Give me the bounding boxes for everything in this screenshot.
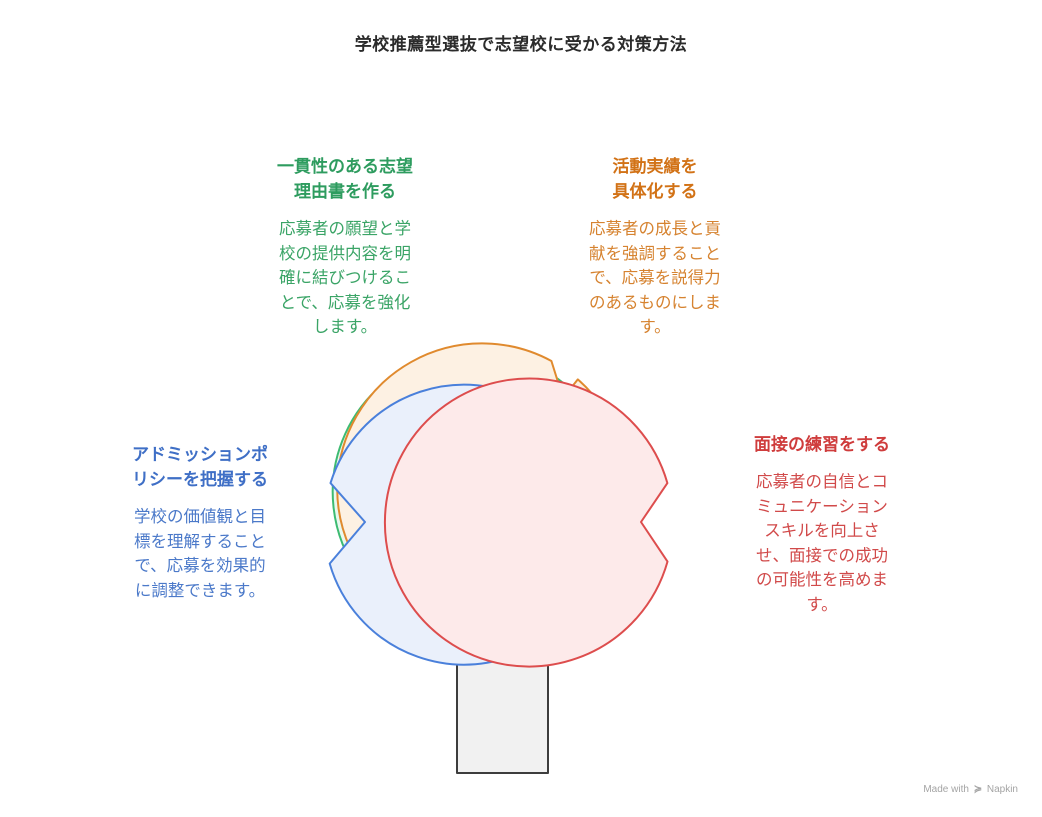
tip-admission-policy: アドミッションポ リシーを把握する 学校の価値観と目 標を理解すること で、応募… bbox=[95, 443, 305, 603]
napkin-logo-icon: ≽ bbox=[973, 784, 983, 795]
napkin-watermark: Made with ≽ Napkin bbox=[923, 784, 1018, 795]
tip-interview-practice: 面接の練習をする 応募者の自信とコ ミュニケーション スキルを向上さ せ、面接で… bbox=[712, 433, 932, 617]
tip-heading: 活動実績を 具体化する bbox=[612, 157, 698, 202]
tip-consistent-statement: 一貫性のある志望 理由書を作る 応募者の願望と学 校の提供内容を明 確に結びつけ… bbox=[240, 155, 450, 340]
tip-heading: アドミッションポ リシーを把握する bbox=[132, 445, 268, 490]
tip-description: 応募者の願望と学 校の提供内容を明 確に結びつけるこ とで、応募を強化 します。 bbox=[279, 219, 411, 336]
tip-description: 学校の価値観と目 標を理解すること で、応募を効果的 に調整できます。 bbox=[134, 507, 266, 600]
watermark-brand: Napkin bbox=[986, 784, 1018, 795]
speech-bubbles bbox=[328, 342, 669, 668]
tip-description: 応募者の成長と貢 献を強調すること で、応募を説得力 のあるものにしま す。 bbox=[589, 219, 721, 336]
tip-description: 応募者の自信とコ ミュニケーション スキルを向上さ せ、面接での成功 の可能性を… bbox=[756, 472, 888, 614]
watermark-prefix: Made with bbox=[923, 784, 969, 795]
tip-heading: 面接の練習をする bbox=[754, 435, 890, 455]
tip-concrete-achievements: 活動実績を 具体化する 応募者の成長と貢 献を強調すること で、応募を説得力 の… bbox=[540, 155, 770, 340]
diagram-title: 学校推薦型選抜で志望校に受かる対策方法 bbox=[354, 35, 688, 55]
tip-heading: 一貫性のある志望 理由書を作る bbox=[277, 157, 413, 202]
speech-bubble-red bbox=[383, 377, 669, 668]
